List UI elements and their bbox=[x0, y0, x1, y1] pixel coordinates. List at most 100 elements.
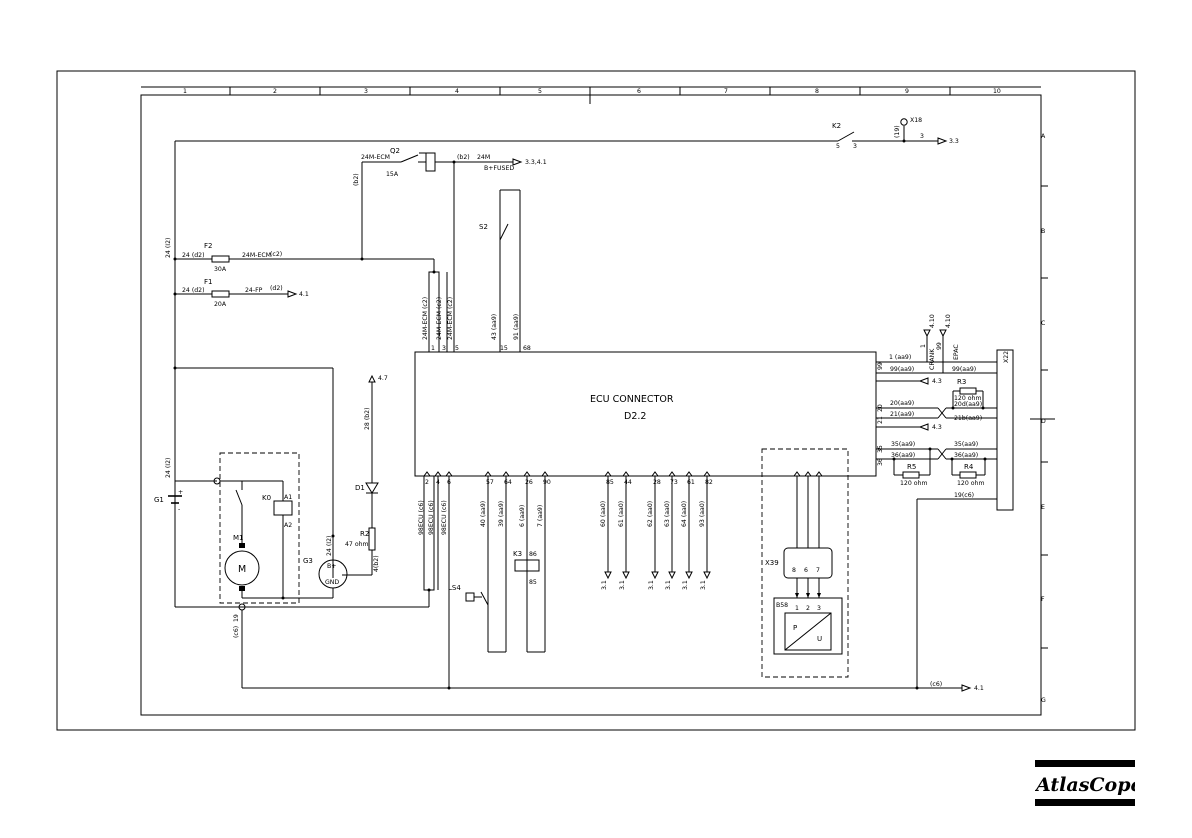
svg-text:-: - bbox=[178, 506, 180, 513]
svg-text:15A: 15A bbox=[386, 171, 399, 178]
svg-text:+: + bbox=[178, 489, 183, 496]
svg-text:120 ohm: 120 ohm bbox=[954, 395, 982, 402]
svg-text:21(aa9): 21(aa9) bbox=[890, 411, 914, 418]
svg-text:47 ohm: 47 ohm bbox=[345, 541, 369, 548]
svg-text:1: 1 bbox=[431, 345, 435, 352]
svg-text:EPAC: EPAC bbox=[953, 344, 960, 360]
svg-text:68: 68 bbox=[523, 345, 531, 352]
svg-text:3: 3 bbox=[920, 133, 924, 140]
column-label: 4 bbox=[455, 88, 459, 95]
svg-text:4.3: 4.3 bbox=[932, 378, 942, 385]
column-label: 2 bbox=[273, 88, 277, 95]
svg-text:63 (aa0): 63 (aa0) bbox=[664, 501, 671, 527]
svg-text:24M-ECM (c2): 24M-ECM (c2) bbox=[447, 297, 454, 340]
svg-text:61 (aa0): 61 (aa0) bbox=[618, 501, 625, 527]
svg-text:(b2): (b2) bbox=[457, 154, 470, 161]
svg-text:21: 21 bbox=[877, 416, 884, 424]
column-label: 1 bbox=[183, 88, 187, 95]
svg-text:35(aa9): 35(aa9) bbox=[891, 441, 915, 448]
r2-label: R2 bbox=[360, 530, 369, 538]
svg-text:4.1: 4.1 bbox=[299, 291, 309, 298]
svg-text:6 (aa9): 6 (aa9) bbox=[519, 505, 526, 527]
svg-text:P: P bbox=[793, 624, 797, 632]
ecu-pin-label: 26 bbox=[525, 479, 533, 486]
x22-connector bbox=[996, 349, 1014, 511]
svg-text:4(b2): 4(b2) bbox=[373, 555, 380, 572]
svg-text:20A: 20A bbox=[214, 301, 227, 308]
right-side-connections: CRANK 4.10 1 EPAC 4.10 99 X22 1 (aa9) 99… bbox=[876, 314, 1055, 688]
ecu-pin-label: 44 bbox=[624, 479, 632, 486]
column-label: 7 bbox=[724, 88, 728, 95]
level-switch-ls4 bbox=[465, 592, 475, 602]
svg-text:20(aa9): 20(aa9) bbox=[890, 400, 914, 407]
resistor-r4 bbox=[959, 471, 977, 479]
ecu-pin-label: 28 bbox=[653, 479, 661, 486]
svg-text:99: 99 bbox=[936, 342, 943, 350]
svg-text:4.10: 4.10 bbox=[945, 314, 952, 328]
svg-text:24M-ECM: 24M-ECM bbox=[361, 154, 390, 161]
svg-text:4.3: 4.3 bbox=[932, 424, 942, 431]
b58-label: B58 bbox=[776, 602, 788, 609]
svg-text:U: U bbox=[817, 635, 822, 643]
row-label: D bbox=[1041, 418, 1046, 425]
svg-text:3.1: 3.1 bbox=[682, 580, 689, 590]
ecu-pin-label: 85 bbox=[606, 479, 614, 486]
row-label: G bbox=[1041, 697, 1046, 704]
svg-text:3.1: 3.1 bbox=[619, 580, 626, 590]
svg-text:3: 3 bbox=[817, 605, 821, 612]
k2-switch-circuit: K2 X18 (19) 5 3 3 3.3 bbox=[175, 117, 959, 150]
ls4-label: LS4 bbox=[448, 584, 461, 592]
resistor-r5 bbox=[902, 471, 920, 479]
svg-text:24-FP: 24-FP bbox=[245, 287, 263, 294]
svg-text:5: 5 bbox=[455, 345, 459, 352]
ecu-ref: D2.2 bbox=[624, 411, 646, 422]
g1-label: G1 bbox=[154, 496, 164, 504]
svg-text:B+FUSED: B+FUSED bbox=[484, 165, 514, 172]
ecu-pin bbox=[423, 471, 431, 477]
svg-text:24M: 24M bbox=[477, 154, 490, 161]
ecu-pin-label: 90 bbox=[543, 479, 551, 486]
column-label: 8 bbox=[815, 88, 819, 95]
svg-text:19(c6): 19(c6) bbox=[954, 492, 974, 499]
svg-text:24M-ECM (c2): 24M-ECM (c2) bbox=[436, 297, 443, 340]
svg-text:GND: GND bbox=[325, 579, 339, 586]
svg-text:40 (aa9): 40 (aa9) bbox=[480, 501, 487, 527]
x18-label: X18 bbox=[910, 117, 922, 124]
svg-text:120 ohm: 120 ohm bbox=[900, 480, 928, 487]
ecu-pin bbox=[434, 471, 442, 477]
svg-text:3.3,4.1: 3.3,4.1 bbox=[525, 159, 547, 166]
svg-text:39 (aa9): 39 (aa9) bbox=[498, 501, 505, 527]
m1-label: M1 bbox=[233, 534, 244, 542]
starter-motor-box bbox=[219, 452, 300, 604]
svg-text:4.7: 4.7 bbox=[378, 375, 388, 382]
ecu-pin bbox=[604, 471, 612, 477]
svg-text:4.10: 4.10 bbox=[929, 314, 936, 328]
svg-text:98ECU (c6): 98ECU (c6) bbox=[428, 500, 435, 535]
resistor-r3 bbox=[959, 387, 977, 395]
svg-text:35: 35 bbox=[877, 445, 884, 453]
x39-label: X39 bbox=[765, 559, 779, 567]
svg-text:(c6): (c6) bbox=[233, 626, 240, 638]
s2-label: S2 bbox=[479, 223, 488, 231]
svg-text:1: 1 bbox=[920, 344, 927, 348]
ecu-pin-label: 2 bbox=[425, 479, 429, 486]
svg-text:6: 6 bbox=[804, 567, 808, 574]
sensor-dashed-box bbox=[761, 448, 849, 678]
relay-k3 bbox=[514, 559, 540, 572]
svg-text:99(aa9): 99(aa9) bbox=[952, 366, 976, 373]
svg-text:24 (I2): 24 (I2) bbox=[326, 536, 333, 556]
svg-text:36(aa9): 36(aa9) bbox=[891, 452, 915, 459]
svg-text:24M-ECM: 24M-ECM bbox=[242, 252, 271, 259]
svg-text:CRANK: CRANK bbox=[929, 348, 936, 370]
svg-text:120 ohm: 120 ohm bbox=[957, 480, 985, 487]
ecu-connector-box bbox=[414, 351, 877, 477]
d1-r2-branch: 4.7 28 (b2) D1 R2 47 ohm 4(b2) bbox=[342, 374, 388, 576]
svg-text:3.1: 3.1 bbox=[700, 580, 707, 590]
svg-text:20: 20 bbox=[877, 404, 884, 412]
ecu-pin-label: 73 bbox=[670, 479, 678, 486]
svg-text:3: 3 bbox=[853, 143, 857, 150]
svg-text:B+: B+ bbox=[327, 563, 336, 570]
